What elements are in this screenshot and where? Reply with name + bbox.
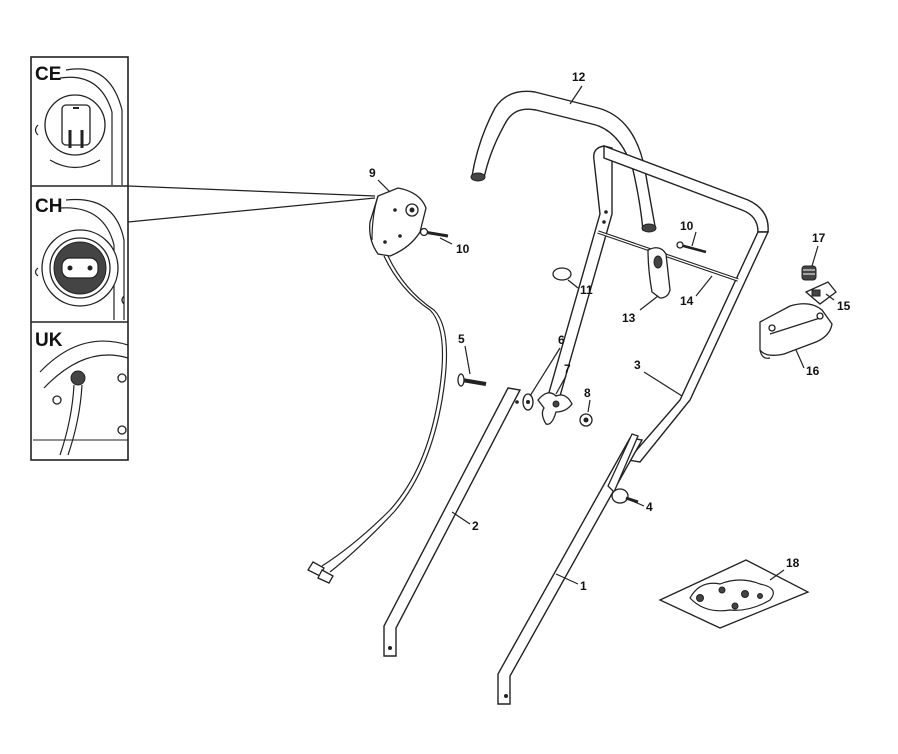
callout-14: 14 [680,294,694,308]
plug-label-ch: CH [35,196,62,217]
plug-inset-panels: CE CH UK [30,56,129,461]
washer-part [522,393,534,411]
callout-17: 17 [812,231,826,245]
callout-18: 18 [786,556,800,570]
plug-panel-uk: UK [33,330,129,456]
leader-lines [377,85,835,585]
callout-3: 3 [634,358,641,372]
latch-part [804,281,837,305]
callout-9: 9 [369,166,376,180]
callout-1: 1 [580,579,587,593]
main-handle-frame-part [547,144,770,463]
plug-panel-ch: CH [34,196,125,320]
fasteners-bag-part [658,559,810,629]
callout-4: 4 [646,500,653,514]
callout-15: 15 [837,299,851,313]
callout-12: 12 [572,70,586,84]
spring-part [801,265,817,281]
power-cable [307,255,448,584]
bolt-part [457,373,487,387]
screw-part-10b [676,241,707,254]
lower-handle-right-part [497,433,644,705]
callout-7: 7 [564,362,571,376]
plug-label-uk: UK [35,330,63,351]
switch-box-part [369,187,427,257]
callout-2: 2 [472,519,479,533]
callout-8: 8 [584,386,591,400]
callout-10-left: 10 [456,242,470,256]
plug-panel-ce: CE [34,64,123,185]
nut-part [579,413,593,427]
cover-plate-part [759,303,833,359]
upper-handle-part [470,90,657,233]
screw-part-10a [419,227,449,238]
callout-10-right: 10 [680,219,694,233]
lower-handle-left-part [383,387,522,657]
knob-part [537,392,573,425]
cable-hook-part [647,247,671,299]
plug-label-ce: CE [35,64,61,85]
callout-6: 6 [558,333,565,347]
callout-labels: 12 9 10 10 11 13 14 17 15 16 5 6 7 8 3 4… [369,70,851,593]
knob-part-4 [611,488,639,504]
callout-13: 13 [622,311,636,325]
callout-11: 11 [580,283,593,297]
callout-5: 5 [458,332,465,346]
projection-lines [127,185,376,223]
callout-16: 16 [806,364,820,378]
